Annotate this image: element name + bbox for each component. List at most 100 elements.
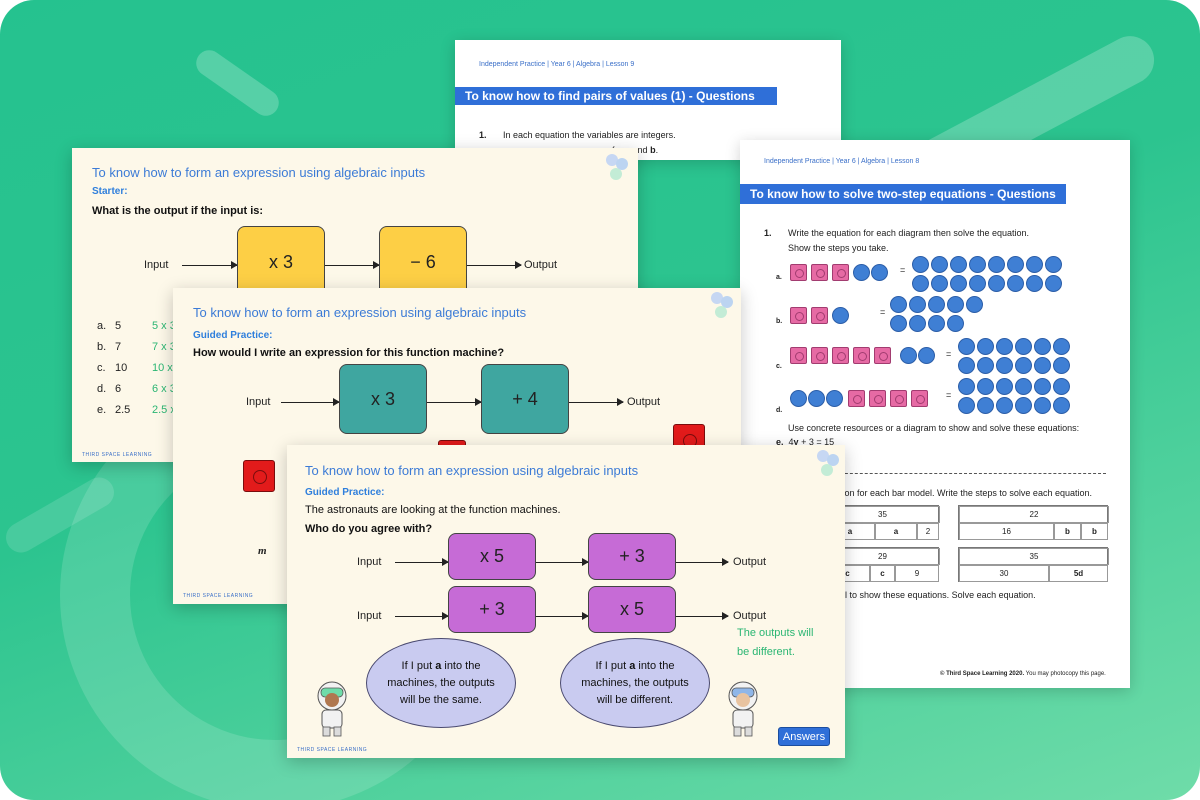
bar-model-4: 35 30 5d (958, 547, 1109, 582)
starter-row-answer: 6 x 3 (152, 383, 174, 395)
counter-icon (966, 296, 983, 313)
worksheet-header: Independent Practice | Year 6 | Algebra … (479, 61, 635, 68)
counter-icon (977, 357, 994, 374)
cube-icon (811, 264, 828, 281)
starter-row-answer: 10 x (152, 362, 173, 374)
counter-icon (918, 347, 935, 364)
starter-row-label: d. (97, 383, 107, 395)
starter-row-label: a. (97, 320, 107, 332)
counter-icon (1015, 357, 1032, 374)
astronaut-icon (728, 681, 758, 737)
third-space-learning-logo: THIRD SPACE LEARNING (82, 452, 153, 458)
cube-icon (869, 390, 886, 407)
question-text: Write the equation for each diagram then… (788, 228, 1029, 238)
question-2-text: ation for each bar model. Write the step… (835, 488, 1092, 498)
input-label: Input (246, 396, 271, 408)
slide-decoration-icon (606, 154, 632, 180)
equals-sign: = (900, 265, 906, 275)
worksheet-title: To know how to solve two-step equations … (740, 184, 1066, 204)
arrow-icon (395, 558, 449, 566)
counter-icon (958, 397, 975, 414)
slide-question: How would I write an expression for this… (193, 347, 505, 359)
counter-icon (977, 378, 994, 395)
bar-cell: 5d (1049, 565, 1108, 582)
starter-row-answer: 7 x 3 (152, 341, 174, 353)
cube-icon (848, 390, 865, 407)
arrow-icon (467, 261, 522, 269)
function-box-multiply: x 5 (448, 533, 536, 580)
slide-title: To know how to form an expression using … (193, 305, 527, 320)
counter-icon (958, 338, 975, 355)
output-label: Output (627, 396, 661, 408)
counter-icon (928, 296, 945, 313)
counter-icon (890, 315, 907, 332)
starter-row-value: 10 (115, 362, 128, 374)
third-space-learning-logo: THIRD SPACE LEARNING (183, 593, 254, 599)
question-number: 1. (764, 228, 772, 238)
cube-icon (832, 347, 849, 364)
counter-icon (931, 275, 948, 292)
astronaut-icon (317, 681, 347, 737)
teacher-note: be different. (737, 646, 795, 658)
third-space-learning-logo: THIRD SPACE LEARNING (297, 747, 368, 753)
counter-icon (871, 264, 888, 281)
counter-icon (1007, 275, 1024, 292)
counter-icon (947, 315, 964, 332)
answers-button[interactable]: Answers (778, 727, 830, 746)
slide-title: To know how to form an expression using … (92, 165, 426, 180)
arrow-icon (325, 261, 380, 269)
slide-decoration-icon (711, 292, 737, 318)
cube-icon (832, 264, 849, 281)
instruction-text: Use concrete resources or a diagram to s… (788, 423, 1080, 433)
speech-bubble-right: If I put a into the machines, the output… (560, 638, 710, 728)
counter-icon (808, 390, 825, 407)
question-text: Show the steps you take. (788, 243, 889, 253)
counter-icon (1015, 378, 1032, 395)
counter-icon (1034, 338, 1051, 355)
arrow-icon (676, 558, 729, 566)
decorative-pill (191, 45, 284, 121)
starter-row-label: c. (97, 362, 106, 374)
counter-icon (1045, 275, 1062, 292)
counter-icon (1015, 397, 1032, 414)
function-box-add: + 3 (448, 586, 536, 633)
counter-icon (790, 390, 807, 407)
bar-cell: 2 (917, 523, 939, 540)
counter-icon (909, 296, 926, 313)
starter-row-answer: 2.5 x (152, 404, 174, 416)
cube-icon (874, 347, 891, 364)
bar-total: 22 (959, 506, 1109, 523)
red-cube-icon (243, 460, 275, 492)
cube-icon (911, 390, 928, 407)
bar-cell: a (875, 523, 917, 540)
variable-label: m (258, 545, 267, 557)
counter-icon (988, 275, 1005, 292)
counter-icon (890, 296, 907, 313)
counter-icon (977, 397, 994, 414)
teacher-note: The outputs will (737, 627, 814, 639)
dashed-divider (830, 473, 1106, 474)
counter-icon (1053, 397, 1070, 414)
arrow-icon (395, 612, 449, 620)
bar-cell: b (1081, 523, 1108, 540)
part-label-b: b. (776, 318, 783, 325)
counter-icon (1053, 378, 1070, 395)
input-label: Input (144, 259, 169, 271)
function-box-multiply: x 5 (588, 586, 676, 633)
function-box-multiply: x 3 (237, 226, 325, 298)
cube-icon (853, 347, 870, 364)
counter-icon (1034, 397, 1051, 414)
counter-icon (853, 264, 870, 281)
worksheet-header: Independent Practice | Year 6 | Algebra … (764, 158, 920, 165)
counter-icon (900, 347, 917, 364)
function-box-add: + 4 (481, 364, 569, 434)
cube-icon (811, 347, 828, 364)
bar-cell: 16 (959, 523, 1054, 540)
counter-icon (950, 275, 967, 292)
part-label-d: d. (776, 407, 783, 414)
counter-icon (958, 357, 975, 374)
equals-sign: = (880, 307, 886, 317)
cube-icon (790, 264, 807, 281)
counter-icon (969, 256, 986, 273)
counter-icon (996, 338, 1013, 355)
